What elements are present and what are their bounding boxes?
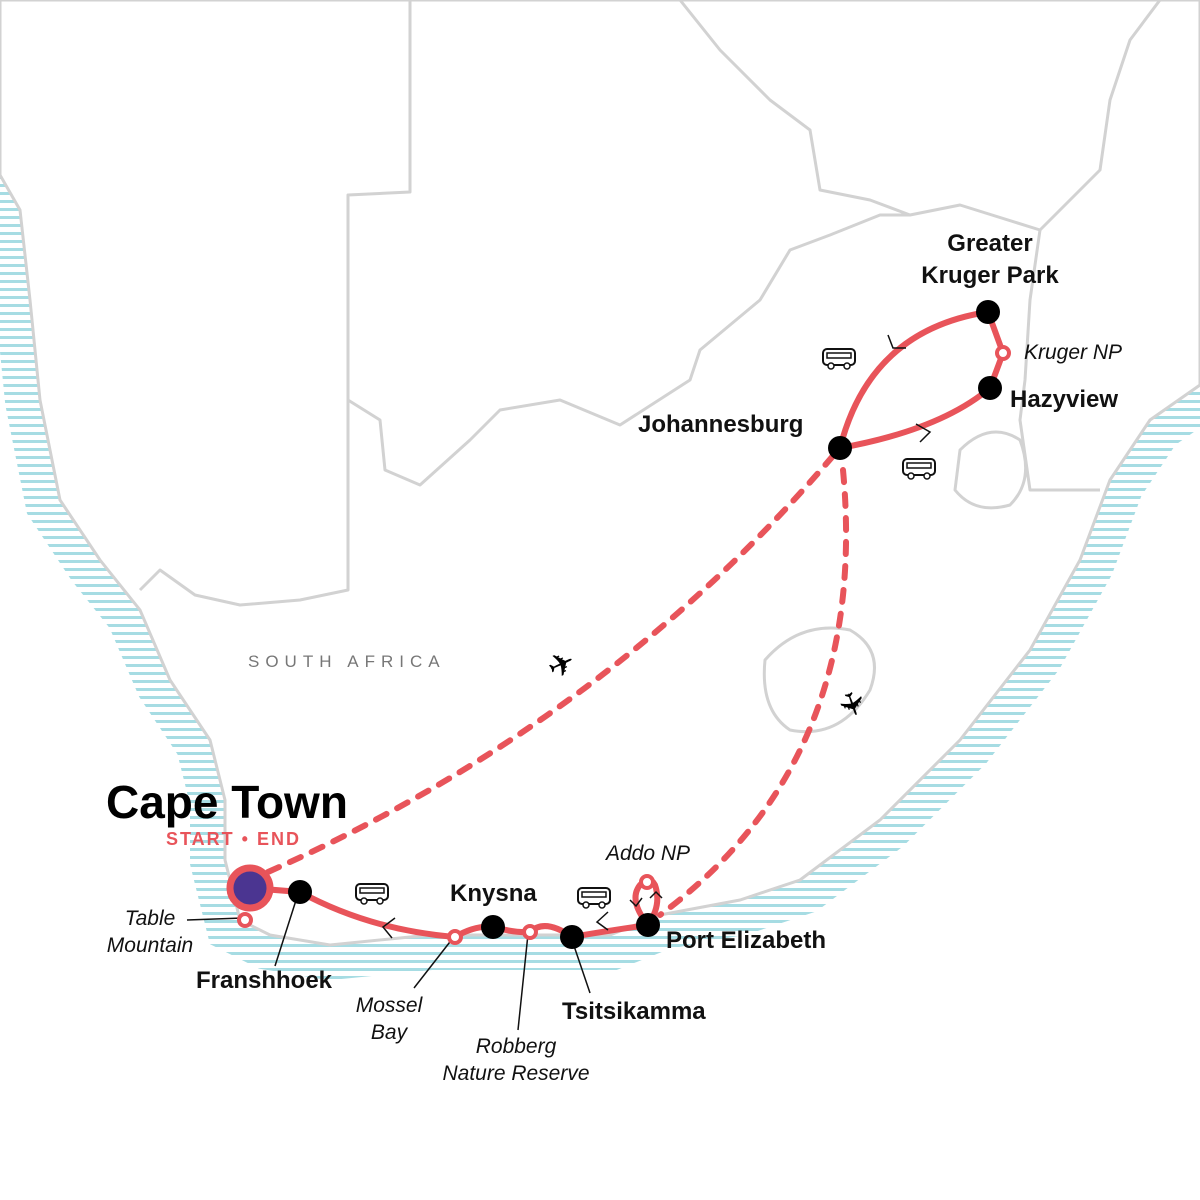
robberg-label-2: Nature Reserve bbox=[442, 1062, 589, 1085]
port-elizabeth-label: Port Elizabeth bbox=[666, 927, 826, 954]
franshhoek-label: Franshhoek bbox=[196, 967, 333, 994]
knysna-label: Knysna bbox=[450, 880, 537, 907]
stop-marker-franshhoek bbox=[288, 880, 312, 904]
bus-icon bbox=[822, 348, 856, 370]
country-label: SOUTH AFRICA bbox=[248, 652, 446, 671]
start-end-label: START • END bbox=[166, 829, 301, 849]
bus-icon bbox=[577, 887, 611, 909]
stops bbox=[226, 300, 1011, 949]
stop-marker-port-elizabeth bbox=[636, 913, 660, 937]
bus-icons bbox=[355, 348, 936, 909]
johannesburg-label: Johannesburg bbox=[638, 411, 803, 438]
country-borders bbox=[138, 0, 1162, 734]
poi-marker-robberg bbox=[522, 924, 538, 940]
robberg-label-1: Robberg bbox=[476, 1035, 557, 1058]
direction-arrow-icon bbox=[629, 890, 663, 908]
mossel-bay-label-1: Mossel bbox=[356, 994, 424, 1017]
kruger-np-label: Kruger NP bbox=[1024, 341, 1122, 364]
direction-arrow-icon bbox=[595, 911, 609, 931]
greater-kruger-label-2: Kruger Park bbox=[921, 262, 1059, 289]
poi-marker-addo bbox=[639, 874, 655, 890]
stop-marker-knysna bbox=[481, 915, 505, 939]
direction-arrow-icon bbox=[887, 334, 906, 349]
start-marker-cape-town bbox=[226, 864, 274, 912]
addo-label: Addo NP bbox=[604, 842, 690, 865]
flight-route-johannesburg-portelizabeth bbox=[657, 467, 850, 918]
tsitsikamma-label: Tsitsikamma bbox=[562, 998, 706, 1025]
direction-arrows bbox=[381, 334, 932, 939]
bus-icon bbox=[902, 458, 936, 480]
mossel-bay-label-2: Bay bbox=[371, 1021, 409, 1044]
poi-marker-mossel-bay bbox=[447, 929, 463, 945]
flight-route-capetown-johannesburg bbox=[265, 447, 841, 875]
table-mountain-label-1: Table bbox=[125, 907, 176, 930]
table-mountain-label-2: Mountain bbox=[107, 934, 193, 957]
direction-arrow-icon bbox=[381, 917, 396, 939]
direction-arrow-icon bbox=[915, 423, 932, 443]
stop-marker-greater-kruger bbox=[976, 300, 1000, 324]
bus-icon bbox=[355, 883, 389, 905]
hazyview-label: Hazyview bbox=[1010, 386, 1118, 413]
poi-marker-kruger-np bbox=[995, 345, 1011, 361]
leader-lines bbox=[186, 893, 591, 1031]
stop-marker-tsitsikamma bbox=[560, 925, 584, 949]
poi-marker-table-mountain bbox=[237, 912, 253, 928]
greater-kruger-label-1: Greater bbox=[947, 230, 1032, 257]
stop-marker-johannesburg bbox=[828, 436, 852, 460]
start-city-label: Cape Town bbox=[106, 776, 348, 828]
stop-marker-hazyview bbox=[978, 376, 1002, 400]
labels: Cape Town START • END Table Mountain Fra… bbox=[106, 230, 1122, 1085]
